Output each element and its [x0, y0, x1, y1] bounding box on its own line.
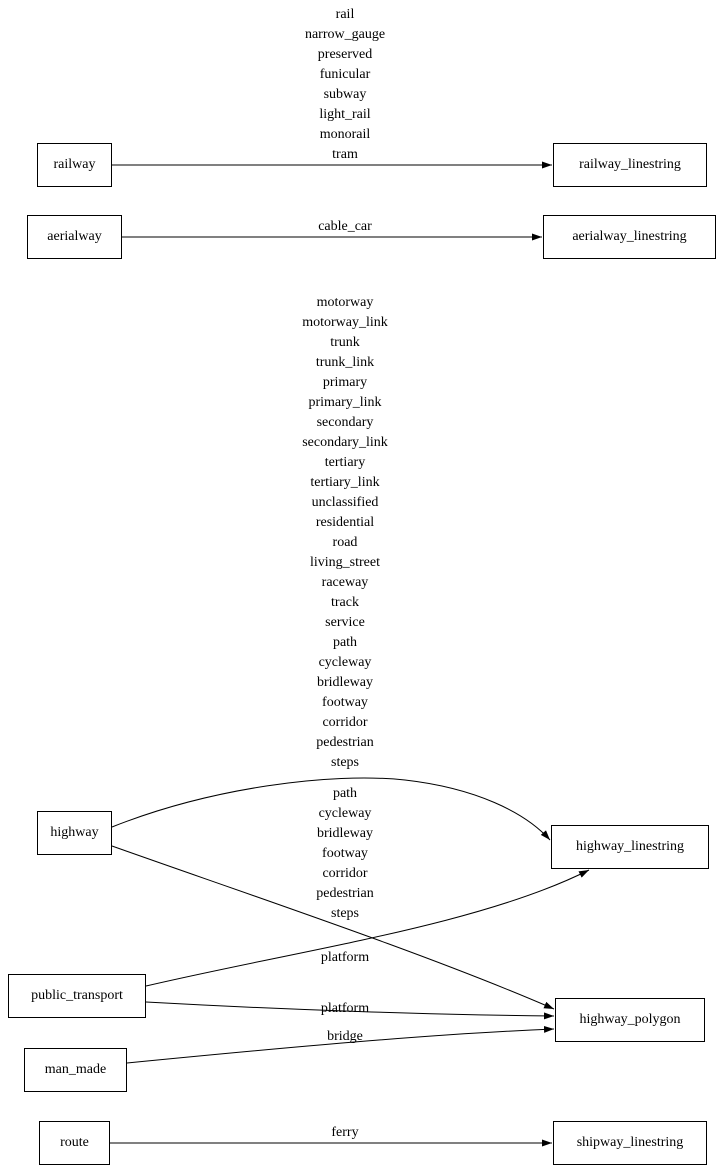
node-route: route: [39, 1121, 110, 1165]
edge-label-line: cable_car: [318, 219, 372, 234]
edge-highway-to-highway-linestring: [111, 777, 551, 841]
edge-label-line: cycleway: [318, 655, 372, 670]
node-railway-linestring-label: railway_linestring: [579, 157, 681, 172]
edge-label-line: motorway_link: [302, 315, 388, 330]
edge-labels-railway-to-railway-linestring: rail narrow_gauge preserved funicular subway…: [245, 5, 445, 165]
edge-label-line: ferry: [331, 1125, 359, 1140]
edge-man-made-to-highway-polygon: [126, 1025, 555, 1064]
edge-label-line: bridleway: [317, 826, 373, 841]
node-highway-linestring-label: highway_linestring: [575, 839, 685, 854]
edge-label-line: living_street: [310, 555, 380, 570]
node-highway-linestring: highway_linestring: [551, 825, 709, 869]
edge-label-line: platform: [320, 1001, 370, 1016]
edge-label-line: residential: [315, 515, 375, 530]
node-railway-linestring: railway_linestring: [553, 143, 707, 187]
edge-labels-public-transport-to-highway-linestring: platform: [245, 948, 445, 968]
edge-labels-highway-to-highway-polygon: path cycleway bridleway footway corridor pede…: [245, 784, 445, 924]
edge-label-line: path: [332, 635, 358, 650]
edge-label-line: corridor: [322, 715, 368, 730]
edge-label-line: road: [332, 535, 358, 550]
edge-label-line: subway: [323, 87, 367, 102]
node-shipway-linestring-label: shipway_linestring: [576, 1135, 684, 1150]
edge-label-line: preserved: [317, 47, 373, 62]
edge-labels-aerialway-to-aerialway-linestring: cable_car: [245, 217, 445, 237]
node-aerialway-label: aerialway: [47, 229, 102, 244]
node-highway-polygon: highway_polygon: [555, 998, 705, 1042]
edge-label-line: bridleway: [317, 675, 373, 690]
edge-label-line: steps: [331, 755, 359, 770]
edge-labels-public-transport-to-highway-polygon: platform: [245, 999, 445, 1019]
edge-public-transport-to-highway-polygon: [145, 1001, 555, 1020]
edge-label-line: motorway: [316, 295, 374, 310]
edge-public-transport-to-highway-linestring: [145, 869, 590, 987]
node-public-transport-label: public_transport: [31, 988, 123, 1003]
edge-label-line: monorail: [319, 127, 371, 142]
node-route-label: route: [60, 1135, 89, 1150]
edge-labels-route-to-shipway-linestring: ferry: [245, 1123, 445, 1143]
edge-label-line: trunk: [330, 335, 360, 350]
edge-label-line: bridge: [327, 1029, 363, 1044]
node-highway: highway: [37, 811, 112, 855]
edge-label-line: funicular: [319, 67, 371, 82]
edge-label-line: trunk_link: [315, 355, 375, 370]
edge-label-line: corridor: [322, 866, 368, 881]
node-aerialway: aerialway: [27, 215, 122, 259]
edge-label-line: service: [325, 615, 365, 630]
edge-label-line: footway: [322, 695, 368, 710]
edge-label-line: steps: [331, 906, 359, 921]
edge-label-line: tram: [332, 147, 358, 162]
edge-label-line: tertiary: [324, 455, 366, 470]
edge-label-line: footway: [322, 846, 368, 861]
edge-label-line: narrow_gauge: [304, 27, 386, 42]
edge-label-line: light_rail: [319, 107, 371, 122]
edge-label-line: cycleway: [318, 806, 372, 821]
edge-label-line: tertiary_link: [310, 475, 380, 490]
edge-label-line: secondary: [316, 415, 374, 430]
node-railway: railway: [37, 143, 112, 187]
edge-highway-to-highway-polygon: [111, 845, 555, 1010]
edge-label-line: secondary_link: [302, 435, 388, 450]
edge-label-line: pedestrian: [316, 735, 374, 750]
edge-label-line: raceway: [321, 575, 369, 590]
node-aerialway-linestring: aerialway_linestring: [543, 215, 716, 259]
node-man-made: man_made: [24, 1048, 127, 1092]
node-highway-polygon-label: highway_polygon: [579, 1012, 681, 1027]
node-shipway-linestring: shipway_linestring: [553, 1121, 707, 1165]
edge-label-line: primary: [322, 375, 368, 390]
node-man-made-label: man_made: [44, 1062, 107, 1077]
node-public-transport: public_transport: [8, 974, 146, 1018]
edge-label-line: unclassified: [311, 495, 379, 510]
edge-label-line: primary_link: [308, 395, 382, 410]
node-railway-label: railway: [53, 157, 96, 172]
edge-label-line: pedestrian: [316, 886, 374, 901]
edge-labels-man-made-to-highway-polygon: bridge: [245, 1027, 445, 1047]
edge-label-line: rail: [335, 7, 355, 22]
edge-label-line: platform: [320, 950, 370, 965]
node-aerialway-linestring-label: aerialway_linestring: [572, 229, 687, 244]
node-highway-label: highway: [50, 825, 99, 840]
edge-label-line: track: [331, 595, 359, 610]
edge-label-line: path: [332, 786, 358, 801]
